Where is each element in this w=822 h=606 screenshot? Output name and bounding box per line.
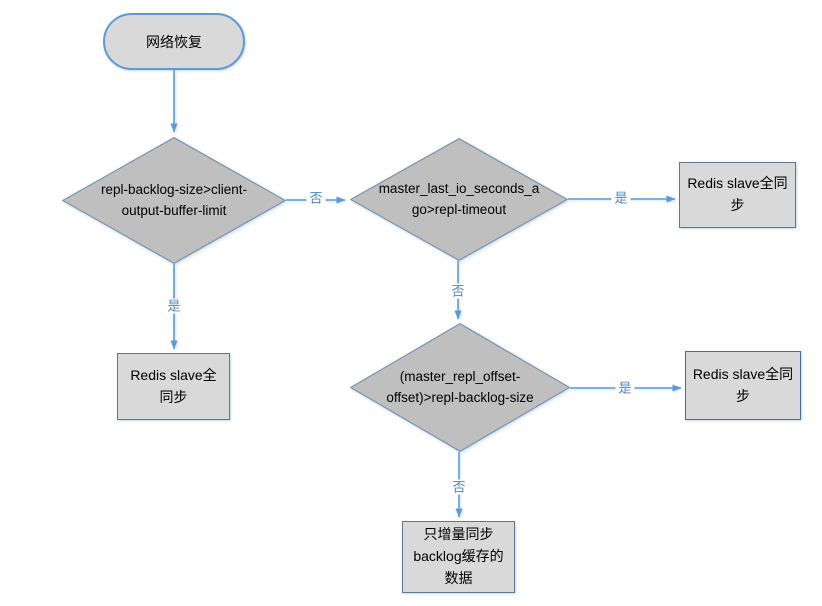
decision-node-label: master_last_io_seconds_ago>repl-timeout: [378, 181, 540, 217]
decision-node-label: (master_repl_offset-offset)>repl-backlog…: [386, 369, 534, 405]
edge-label-yes: 是: [611, 190, 631, 206]
process-node-label: Redis slave全同步: [692, 365, 794, 404]
process-node-label: Redis slave全同步: [130, 366, 217, 405]
process-node-incremental-sync: 只增量同步backlog缓存的数据: [402, 521, 515, 593]
diamond-shape: [350, 138, 568, 261]
edge-label-yes: 是: [615, 380, 635, 396]
decision-node-backlog-vs-buffer-limit: repl-backlog-size>client-output-buffer-l…: [62, 137, 286, 264]
start-node: 网络恢复: [103, 13, 245, 70]
diamond-shape: [62, 137, 286, 264]
edge-label-no: 否: [448, 283, 468, 299]
decision-node-last-io-vs-timeout: master_last_io_seconds_ago>repl-timeout: [350, 138, 568, 261]
edge-label-no: 否: [306, 190, 326, 206]
diamond-shape: [350, 323, 570, 452]
process-node-label: 只增量同步backlog缓存的数据: [413, 526, 504, 586]
decision-node-label: repl-backlog-size>client-output-buffer-l…: [101, 182, 247, 218]
edge-label-yes: 是: [164, 298, 184, 314]
process-node-full-sync-left: Redis slave全同步: [117, 353, 230, 420]
start-node-label: 网络恢复: [146, 33, 202, 50]
edge-label-no: 否: [449, 479, 469, 495]
process-node-label: Redis slave全同步: [687, 175, 788, 213]
process-node-full-sync-middle: Redis slave全同步: [685, 351, 801, 420]
decision-node-offset-vs-backlog-size: (master_repl_offset-offset)>repl-backlog…: [350, 323, 570, 452]
process-node-full-sync-top: Redis slave全同步: [679, 162, 796, 228]
